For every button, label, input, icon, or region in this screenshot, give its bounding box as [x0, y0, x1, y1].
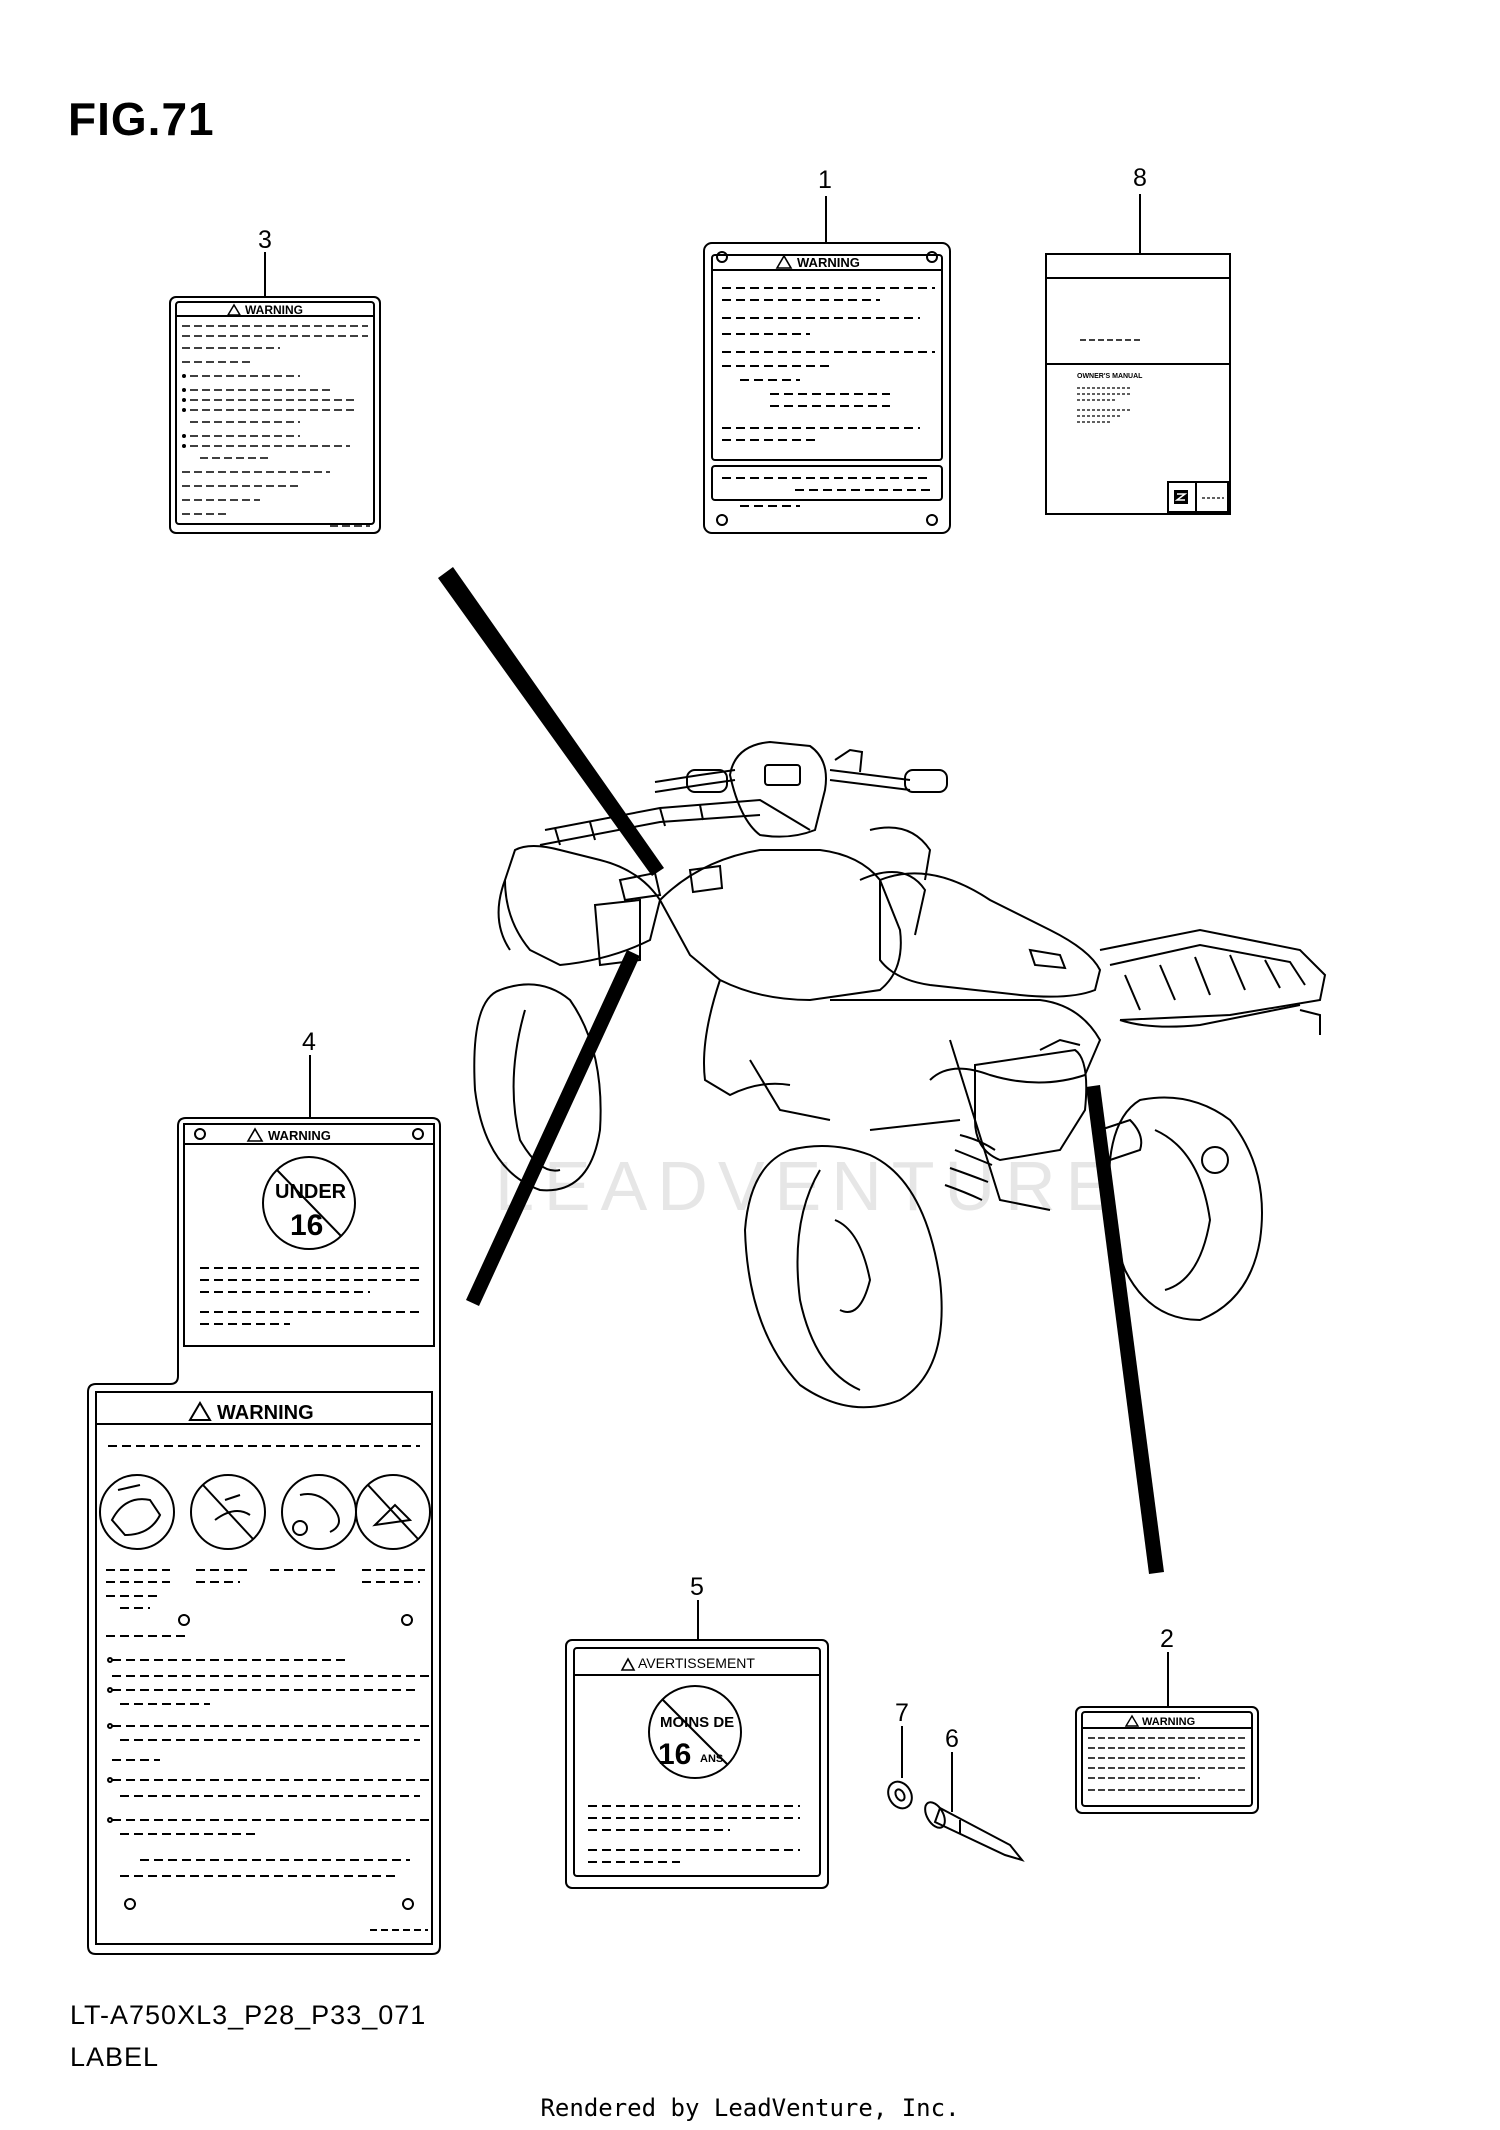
part-6-rivet: 6 [924, 1725, 1025, 1862]
label-4-pictograms [99, 1474, 431, 1550]
owners-manual-title: OWNER'S MANUAL [1077, 373, 1143, 380]
under-16-text: UNDER [275, 1181, 347, 1203]
callout-4: 4 [302, 1028, 316, 1056]
label-4: 4 WARNING UNDER 16 WARNING [87, 1028, 441, 1955]
callout-3: 3 [258, 226, 272, 254]
label-5: 5 AVERTISSEMENT MOINS DE 16 ANS [565, 1573, 829, 1889]
label-8-owners-manual: 8 OWNER'S MANUAL [1045, 164, 1231, 515]
label-3-title: WARNING [245, 303, 303, 317]
figure-subtitle: LABEL [70, 2042, 160, 2072]
callout-2: 2 [1160, 1625, 1174, 1653]
callout-5: 5 [690, 1573, 704, 1601]
under-16-number: 16 [290, 1209, 323, 1242]
pointer-lines [438, 567, 1164, 1574]
label-5-title: AVERTISSEMENT [638, 1655, 755, 1671]
callout-6: 6 [945, 1725, 959, 1753]
label-2: 2 WARNING [1075, 1625, 1259, 1814]
atv-illustration [473, 740, 1327, 1409]
label-4-title: WARNING [268, 1128, 331, 1143]
callout-8: 8 [1133, 164, 1147, 192]
part-7-washer: 7 [887, 1699, 913, 1810]
figure-title: FIG.71 [68, 93, 215, 145]
label-2-title: WARNING [1142, 1716, 1195, 1728]
callout-1: 1 [818, 166, 832, 194]
callout-7: 7 [895, 1699, 909, 1727]
moins-de-number: 16 [658, 1738, 691, 1771]
label-1: 1 WARNING [703, 166, 951, 534]
ans-text: ANS [700, 1753, 723, 1765]
watermark-text: LEADVENTURE [495, 1147, 1122, 1225]
figure-code: LT-A750XL3_P28_P33_071 [70, 2000, 427, 2030]
rendered-by-credit: Rendered by LeadVenture, Inc. [540, 2094, 960, 2122]
label-1-title: WARNING [797, 255, 860, 270]
label-3: 3 WARNING [169, 226, 381, 534]
moins-de-text: MOINS DE [660, 1714, 734, 1731]
label-4-bottom-title: WARNING [217, 1402, 314, 1424]
